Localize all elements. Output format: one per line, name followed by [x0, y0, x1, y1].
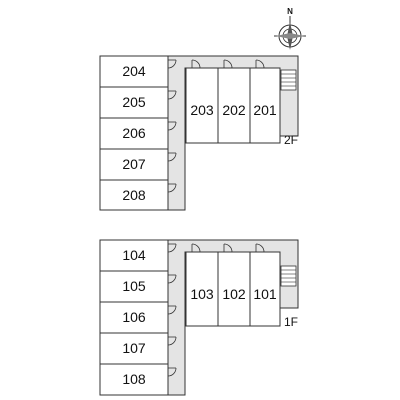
floor-2f: 204 205 206 207 208 203 202 201	[99, 55, 299, 211]
svg-text:203: 203	[190, 102, 214, 118]
room-107: 107	[99, 332, 169, 365]
room-108: 108	[99, 363, 169, 396]
door-icons-2f	[167, 59, 265, 193]
room-208: 208	[99, 179, 169, 211]
room-102: 102	[217, 251, 251, 327]
svg-text:201: 201	[253, 102, 277, 118]
floor-label-2f: 2F	[284, 133, 298, 147]
room-106: 106	[99, 301, 169, 334]
svg-text:108: 108	[122, 371, 146, 387]
svg-text:208: 208	[122, 187, 146, 203]
svg-text:103: 103	[190, 286, 214, 302]
svg-text:205: 205	[122, 94, 146, 110]
stairs-2f	[280, 69, 297, 91]
floor-1f: 104 105 106 107 108 103 102 101	[99, 239, 299, 396]
svg-text:204: 204	[122, 63, 146, 79]
svg-text:105: 105	[122, 278, 146, 294]
room-204: 204	[99, 55, 169, 88]
svg-text:104: 104	[122, 247, 146, 263]
stairs-1f	[280, 265, 297, 287]
svg-text:202: 202	[222, 102, 246, 118]
svg-text:102: 102	[222, 286, 246, 302]
svg-text:206: 206	[122, 125, 146, 141]
room-206: 206	[99, 117, 169, 150]
room-207: 207	[99, 148, 169, 181]
room-201: 201	[249, 67, 281, 144]
room-104: 104	[99, 239, 169, 272]
door-icons-1f	[167, 243, 265, 377]
room-203: 203	[185, 67, 219, 144]
room-103: 103	[185, 251, 219, 327]
svg-text:107: 107	[122, 340, 146, 356]
room-205: 205	[99, 86, 169, 119]
room-105: 105	[99, 270, 169, 303]
svg-text:101: 101	[253, 286, 277, 302]
floor-label-1f: 1F	[284, 315, 298, 329]
svg-text:207: 207	[122, 156, 146, 172]
compass-north-label: N	[287, 7, 293, 16]
compass-icon: N	[274, 7, 306, 50]
svg-text:106: 106	[122, 309, 146, 325]
room-202: 202	[217, 67, 251, 144]
room-101: 101	[249, 251, 281, 327]
